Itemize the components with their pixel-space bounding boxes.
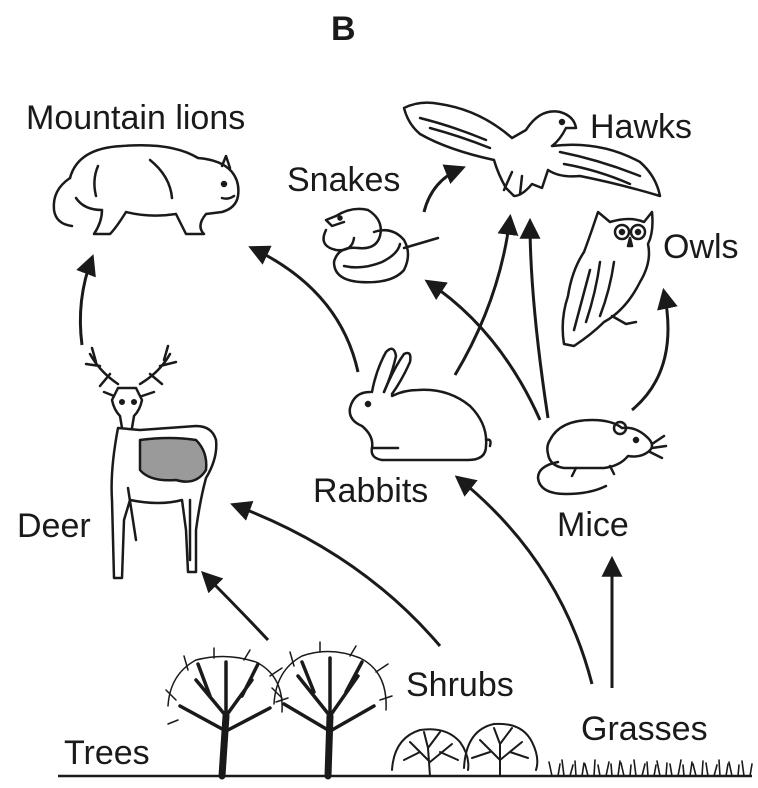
mountain-lion-drawing (54, 145, 239, 234)
arrow-rabbits-to-mountain-lions (252, 248, 358, 372)
arrow-deer-to-mountain-lions (80, 258, 92, 345)
label-deer: Deer (17, 509, 91, 543)
deer-drawing (86, 346, 216, 578)
owl-drawing (563, 212, 653, 346)
label-snakes: Snakes (287, 163, 400, 197)
diagram-title: B (331, 12, 356, 46)
arrow-snakes-to-hawks (424, 168, 462, 212)
rabbit-drawing (350, 349, 491, 460)
grasses-drawing (549, 760, 752, 776)
label-owls: Owls (663, 230, 739, 264)
mouse-drawing (538, 420, 666, 494)
arrow-trees-to-deer (204, 574, 268, 640)
arrow-shrubs-to-deer (234, 505, 440, 646)
label-grasses: Grasses (581, 712, 708, 746)
label-mice: Mice (557, 508, 629, 542)
arrow-mice-to-snakes (428, 282, 540, 420)
arrow-mice-to-owls (632, 292, 668, 410)
label-rabbits: Rabbits (313, 474, 428, 508)
shrubs-drawing (392, 724, 537, 776)
snake-drawing (324, 209, 438, 282)
label-mountain-lions: Mountain lions (26, 101, 245, 135)
arrow-mice-to-hawks (530, 222, 548, 418)
label-shrubs: Shrubs (406, 668, 514, 702)
trees-drawing (166, 642, 392, 776)
label-trees: Trees (64, 736, 150, 770)
label-hawks: Hawks (590, 110, 692, 144)
